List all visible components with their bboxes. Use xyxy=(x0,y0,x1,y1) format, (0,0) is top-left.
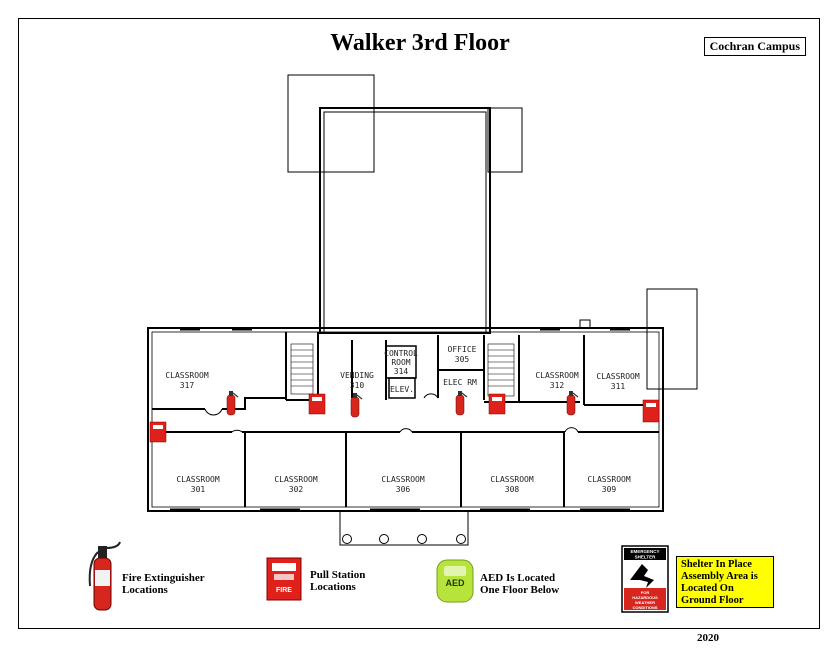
room-312-name: CLASSROOM xyxy=(535,371,579,380)
pull-station-marker-east xyxy=(642,399,660,423)
room-301-number: 301 xyxy=(191,485,206,494)
legend-pull-line2: Locations xyxy=(310,581,356,593)
room-306-name: CLASSROOM xyxy=(381,475,425,484)
legend-pull-fire-text: FIRE xyxy=(276,587,292,594)
central-block-inner xyxy=(323,111,487,334)
room-308-name: CLASSROOM xyxy=(490,475,534,484)
legend-pull-line1: Pull Station xyxy=(310,569,366,581)
extinguisher-marker-317 xyxy=(226,391,239,416)
room-317-name: CLASSROOM xyxy=(165,371,209,380)
room-309-number: 309 xyxy=(602,485,617,494)
room-312-number: 312 xyxy=(550,381,565,390)
legend-extinguisher-label: Fire Extinguisher Locations xyxy=(122,572,205,596)
legend-aed-line2: One Floor Below xyxy=(480,584,560,596)
year-label: 2020 xyxy=(697,632,719,644)
pull-station-marker-stair-west xyxy=(308,393,326,415)
room-301-name: CLASSROOM xyxy=(176,475,220,484)
extinguisher-marker-elec xyxy=(455,391,468,416)
stairs xyxy=(290,343,515,397)
legend-shelter-sign-icon: EMERGENCY SHELTER FOR HAZARDOUS WEATHER … xyxy=(621,545,669,613)
room-309-name: CLASSROOM xyxy=(587,475,631,484)
room-308-number: 308 xyxy=(505,485,520,494)
room-305-name: OFFICE xyxy=(448,345,477,354)
page-frame xyxy=(18,18,820,629)
room-302-name: CLASSROOM xyxy=(274,475,318,484)
room-311-number: 311 xyxy=(611,382,626,391)
central-block xyxy=(319,107,491,334)
annex-east xyxy=(646,288,698,390)
room-306-number: 306 xyxy=(396,485,411,494)
room-311-name: CLASSROOM xyxy=(596,372,640,381)
door-arcs xyxy=(204,393,579,433)
extinguisher-marker-312 xyxy=(566,391,579,416)
room-302-number: 302 xyxy=(289,485,304,494)
room-314-number: 314 xyxy=(394,367,409,376)
room-314-name-line1: CONTROL xyxy=(384,349,418,358)
extinguisher-marker-310 xyxy=(350,393,363,418)
room-310-number: 310 xyxy=(350,381,365,390)
sign-bottom-line4: CONDITIONS xyxy=(632,605,657,610)
sign-top-line2: SHELTER xyxy=(635,555,656,560)
campus-label: Cochran Campus xyxy=(703,37,806,56)
room-314-name-line2: ROOM xyxy=(391,358,410,367)
sign-top-line1: EMERGENCY xyxy=(630,549,659,554)
room-305-number: 305 xyxy=(455,355,470,364)
sign-bottom-line1: FOR xyxy=(641,590,650,595)
annex-left xyxy=(287,74,375,173)
entry-porch xyxy=(339,510,469,546)
room-317-number: 317 xyxy=(180,381,195,390)
elec-room-label: ELEC RM xyxy=(443,378,477,387)
page-title: Walker 3rd Floor xyxy=(330,30,510,56)
elevator-label: ELEV. xyxy=(390,385,414,394)
legend-aed-label: AED Is Located One Floor Below xyxy=(480,572,559,596)
pull-station-marker-stair-east xyxy=(488,393,506,415)
legend-pull-label: Pull Station Locations xyxy=(310,569,365,593)
legend-extinguisher-icon xyxy=(88,541,121,611)
sign-bottom-line2: HAZARDOUS xyxy=(632,595,658,600)
legend-aed-badge: AED xyxy=(445,578,465,588)
legend-extinguisher-line1: Fire Extinguisher xyxy=(122,572,205,584)
legend-extinguisher-line2: Locations xyxy=(122,584,168,596)
window-marks xyxy=(170,327,630,512)
room-310-name: VENDING xyxy=(340,371,374,380)
shelter-in-place-note: Shelter In Place Assembly Area is Locate… xyxy=(676,556,774,608)
legend-aed-line1: AED Is Located xyxy=(480,572,556,584)
sign-bottom-line3: WEATHER xyxy=(635,600,655,605)
annex-right xyxy=(487,107,523,173)
legend-aed-icon: AED xyxy=(436,559,474,603)
pull-station-marker-west xyxy=(149,421,167,443)
legend-pull-station-icon: FIRE xyxy=(266,557,302,601)
chimney xyxy=(579,319,591,329)
